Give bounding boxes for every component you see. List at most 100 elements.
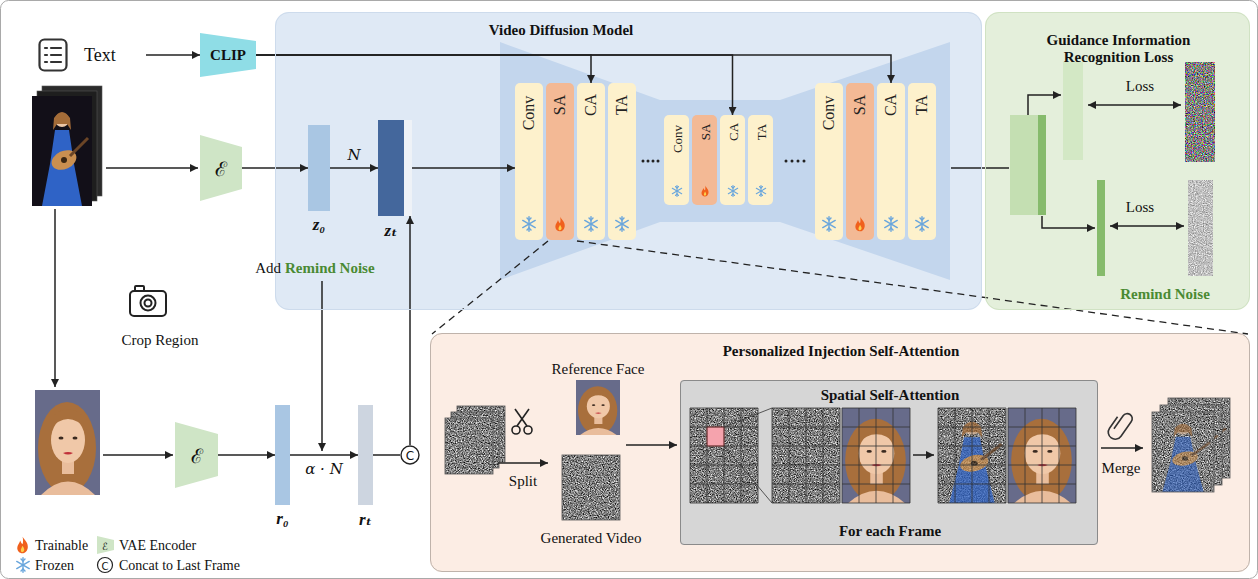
flow-arrow: [1042, 216, 1095, 228]
text-holder: SA: [851, 95, 869, 115]
scissors-icon: [517, 409, 529, 426]
flake-icon: [914, 216, 930, 232]
ellipsis-dots: [791, 160, 794, 163]
text-prompt: Text: [38, 36, 146, 74]
legend-symbol: [17, 537, 28, 554]
text-holder: Crop Region: [121, 331, 198, 349]
flow-arrow: [498, 462, 548, 464]
text-holder: zₜ: [385, 220, 398, 241]
text-holder: Guidance Information Recognition Loss: [1014, 32, 1224, 66]
flake-icon: [614, 216, 630, 232]
cross-attention-block: CA: [720, 115, 745, 205]
clip-encoder: CLIP: [200, 33, 256, 77]
text-holder: CA: [582, 94, 600, 116]
attention-grids: [690, 408, 758, 503]
loss-illustration: [1038, 115, 1046, 215]
flake-icon: [671, 185, 683, 197]
text-holder: Reference Face: [552, 360, 645, 378]
flow-arrow: [321, 281, 323, 451]
input-video: [42, 112, 88, 206]
attention-grids: [938, 408, 1006, 503]
text-holder: Generated Video: [541, 529, 642, 547]
panel-fill: [985, 12, 1250, 310]
zoom-leader: [432, 241, 548, 334]
text-holder: ℰ: [215, 155, 227, 182]
connector: [412, 167, 515, 169]
cropped-face: [35, 390, 100, 495]
attention-grids: [1008, 408, 1076, 503]
conv-block: Conv: [515, 83, 543, 240]
panel-title: Personalized Injection Self-Attention: [723, 343, 960, 359]
ellipsis-dots: [785, 160, 788, 163]
listicon-icon: [38, 38, 68, 72]
paperclip-icon: [1106, 409, 1135, 442]
loss-illustration: [1188, 180, 1213, 276]
spatial-attention-block: SA: [546, 83, 574, 240]
encoder-label: CLIP: [210, 47, 246, 63]
panel-fill: [430, 333, 1250, 572]
conv-block: Conv: [815, 83, 843, 240]
block-label: CA: [582, 94, 599, 116]
text-holder: rₜ: [359, 509, 372, 530]
attention-grids: [690, 408, 1076, 503]
ellipsis-dots: [803, 160, 806, 163]
output-video: [1152, 398, 1230, 492]
edge-label: N: [347, 146, 360, 164]
connector: [256, 55, 591, 83]
text-holder: TA: [613, 95, 631, 115]
latent-symbol: r₀: [276, 509, 289, 528]
temporal-attention-block: TA: [608, 83, 636, 240]
temporal-attention-block: TA: [908, 83, 936, 240]
flake-icon: [727, 185, 739, 197]
cross-attention-block: CA: [577, 83, 605, 240]
text-holder: N: [347, 146, 360, 164]
block-label: CA: [882, 94, 899, 116]
connector: [256, 55, 733, 115]
generated-video: [562, 455, 620, 520]
ellipsis-dots: [642, 160, 645, 163]
scissors-icon: [512, 409, 532, 434]
attention-grids: [690, 408, 1076, 503]
output-video: [1152, 412, 1214, 492]
legend-symbol-text: C: [102, 561, 109, 572]
block-label: SA: [697, 124, 712, 141]
attention-grids: [938, 408, 1006, 503]
spatial-attention-box: Spatial Self-AttentionFor each Frame: [680, 380, 1098, 545]
flow-arrow: [626, 444, 677, 446]
spatial-attention-block: SA: [692, 115, 717, 205]
text-holder: VAE Encoder: [119, 536, 196, 554]
output-video: [1162, 424, 1210, 492]
legend-text: Concat to Last Frame: [119, 558, 240, 573]
loss-label: Loss: [1126, 199, 1154, 215]
connector: [218, 454, 275, 456]
box-title: For each Frame: [839, 523, 941, 539]
reference-face: [576, 380, 620, 435]
latent-symbol: rₜ: [359, 510, 372, 529]
scissors-icon: [512, 426, 520, 434]
input-label: Text: [84, 45, 116, 65]
text-holder: Spatial Self-Attention: [821, 386, 960, 404]
flake-icon: [755, 185, 767, 197]
text-holder: Add: [255, 259, 281, 277]
connector: [330, 167, 378, 169]
block-label: SA: [851, 95, 868, 115]
block-label: Conv: [820, 96, 837, 131]
output-video: [1152, 412, 1214, 492]
attention-grids: [772, 408, 840, 503]
text-holder: Merge: [1102, 459, 1141, 477]
attention-grids: [842, 408, 910, 503]
text-holder: Remind Noise: [1120, 285, 1210, 303]
panel-fill: [680, 380, 1098, 545]
loss-label: Loss: [1126, 78, 1154, 94]
block-label: Conv: [669, 125, 684, 153]
highlight-label: Remind Noise: [285, 260, 375, 276]
reference-face: [576, 380, 620, 435]
flow-arrow: [106, 167, 198, 169]
temporal-attention-block: TA: [748, 115, 773, 205]
concat-symbol: C: [406, 449, 414, 463]
unet-shape: [500, 42, 950, 280]
text-holder: CLIP: [210, 46, 246, 64]
text-holder: For each Frame: [839, 522, 941, 540]
paperclip-icon: [1106, 409, 1135, 442]
